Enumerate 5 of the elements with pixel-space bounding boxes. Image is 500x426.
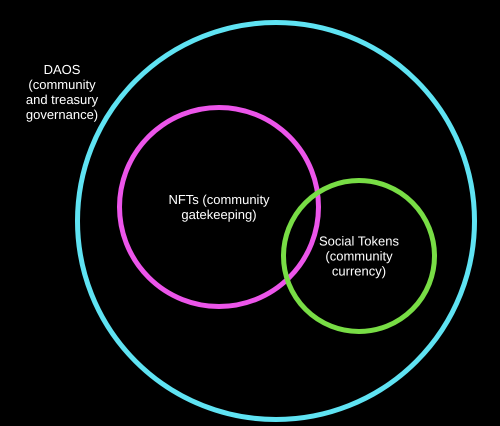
circle-label: Social Tokens (community currency): [318, 234, 400, 278]
circle-label: NFTs (community gatekeeping): [167, 192, 271, 222]
venn-circle: [117, 105, 321, 309]
circle-label: DAOS (community and treasury governance): [24, 62, 100, 122]
venn-circle: [281, 178, 437, 334]
